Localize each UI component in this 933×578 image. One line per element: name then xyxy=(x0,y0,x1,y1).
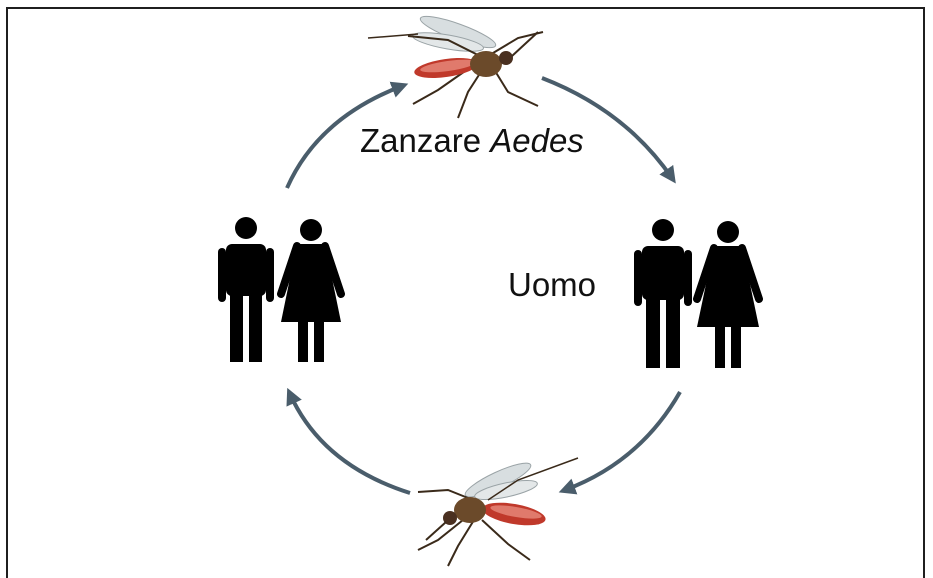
woman-icon xyxy=(281,219,341,362)
mosquito-icon xyxy=(418,458,578,566)
man-icon xyxy=(634,219,692,368)
woman-icon xyxy=(697,221,759,368)
mosquito-label-prefix: Zanzare xyxy=(360,122,481,159)
mosquito-icon xyxy=(368,11,543,118)
man-icon xyxy=(218,217,274,362)
mosquito-label: Zanzare Aedes xyxy=(360,122,584,160)
cycle-arrow-icon xyxy=(565,392,680,490)
mosquito-label-genus: Aedes xyxy=(490,122,584,159)
cycle-arrow-icon xyxy=(290,394,410,493)
human-label: Uomo xyxy=(508,266,596,304)
